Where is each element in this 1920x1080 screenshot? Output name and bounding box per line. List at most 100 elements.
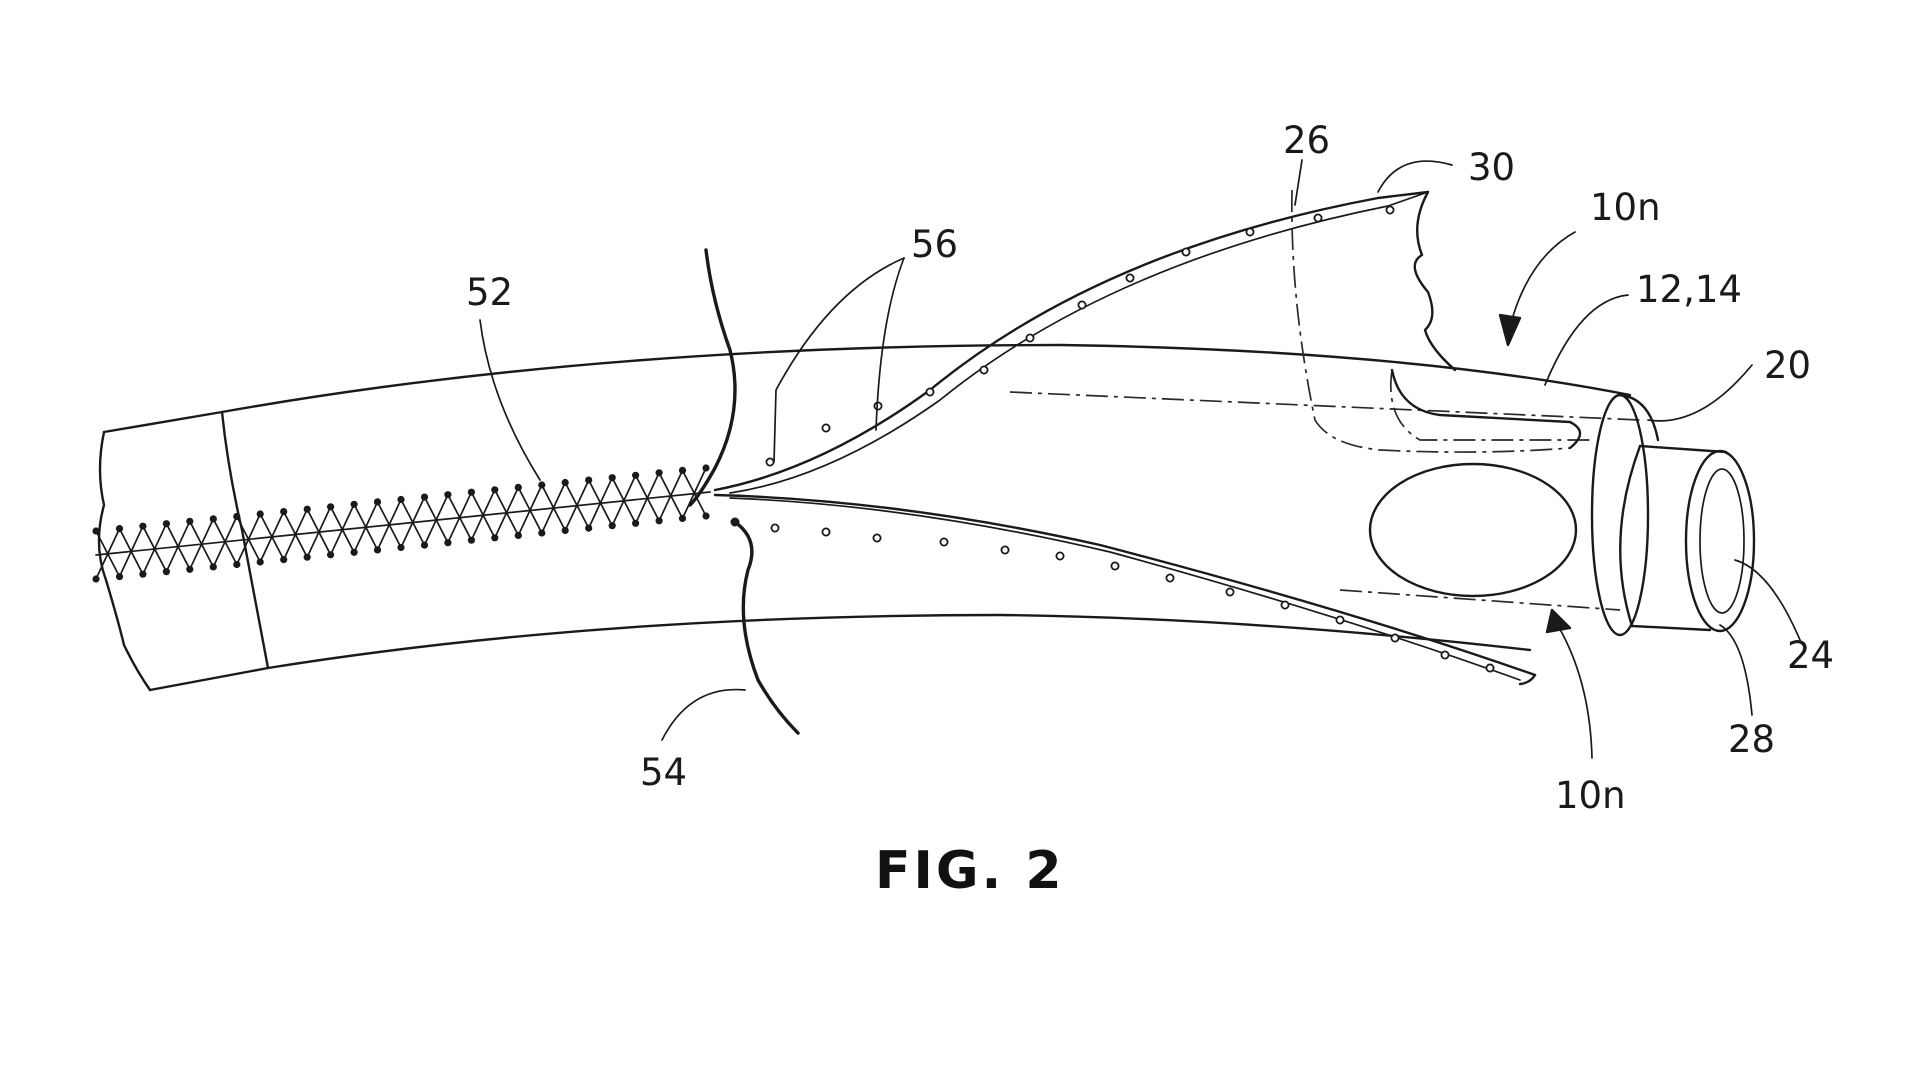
suture-knot xyxy=(162,568,170,576)
suture-knot xyxy=(256,558,264,566)
leader-lines xyxy=(479,159,1801,759)
suture-hole xyxy=(821,527,831,537)
suture-knot xyxy=(92,575,100,583)
leaflet-flap-lower xyxy=(713,493,1537,686)
suture-thread-54 xyxy=(688,248,800,735)
suture-52 xyxy=(92,464,711,583)
suture-hole xyxy=(1313,213,1323,223)
suture-knot xyxy=(186,565,194,573)
suture-hole xyxy=(872,533,882,543)
label-12-14: 12,14 xyxy=(1636,268,1742,311)
suture-knot xyxy=(585,476,593,484)
suture-knot xyxy=(444,539,452,547)
suture-hole xyxy=(1485,663,1495,673)
suture-knot xyxy=(209,563,217,571)
suture-knot xyxy=(92,527,100,535)
label-30: 30 xyxy=(1468,146,1515,189)
suture-hole xyxy=(925,387,935,397)
label-24: 24 xyxy=(1787,634,1834,677)
suture-knot xyxy=(514,531,522,540)
vessel-segment xyxy=(97,343,1632,692)
label-20: 20 xyxy=(1764,344,1811,387)
suture-knot xyxy=(491,534,499,542)
suture-hole xyxy=(765,457,775,467)
suture-knot xyxy=(397,543,405,552)
suture-knot xyxy=(655,517,663,525)
suture-knot xyxy=(702,512,710,520)
label-54: 54 xyxy=(640,751,687,794)
figure-caption: FIG. 2 xyxy=(875,841,1065,901)
suture-hole xyxy=(1440,650,1450,660)
suture-hole xyxy=(1110,561,1120,571)
label-28: 28 xyxy=(1728,718,1775,761)
connector-body xyxy=(1009,189,1756,637)
suture-knot xyxy=(702,464,710,472)
label-56: 56 xyxy=(911,223,958,266)
suture-knot xyxy=(327,551,335,559)
suture-hole xyxy=(1165,573,1175,583)
suture-knot xyxy=(655,469,663,477)
suture-knot xyxy=(233,512,241,521)
suture-knot xyxy=(514,483,522,491)
suture-knot xyxy=(350,548,358,556)
suture-hole xyxy=(1077,300,1087,310)
suture-hole xyxy=(1225,587,1235,597)
suture-knot xyxy=(373,546,382,554)
label-10n-top: 10n xyxy=(1590,186,1661,229)
suture-knot xyxy=(139,522,147,530)
suture-hole xyxy=(1245,227,1255,237)
suture-knot xyxy=(256,510,264,518)
suture-knot xyxy=(444,491,452,499)
suture-knot xyxy=(467,536,475,544)
suture-knot xyxy=(538,481,546,489)
suture-knot xyxy=(186,517,194,525)
suture-knot xyxy=(561,478,569,487)
suture-knot xyxy=(608,522,616,530)
suture-hole xyxy=(1390,633,1400,643)
suture-knot xyxy=(678,514,687,523)
suture-hole xyxy=(1385,205,1395,215)
reference-labels: 26 30 10n 12,14 20 56 52 24 28 54 10n xyxy=(466,119,1834,817)
suture-hole xyxy=(1280,600,1290,610)
suture-hole xyxy=(1181,247,1191,257)
suture-knot xyxy=(303,505,311,513)
suture-knot xyxy=(585,524,593,532)
suture-knot xyxy=(303,553,311,561)
suture-knot xyxy=(491,486,499,494)
suture-knot xyxy=(420,541,429,549)
suture-hole xyxy=(1335,615,1345,625)
suture-knot xyxy=(561,526,569,535)
label-26: 26 xyxy=(1283,119,1330,162)
suture-knot xyxy=(608,474,616,482)
suture-knot xyxy=(538,529,546,537)
suture-knot xyxy=(373,498,382,506)
suture-knot xyxy=(233,560,241,569)
suture-knot xyxy=(350,500,358,508)
suture-hole xyxy=(1125,273,1135,283)
label-52: 52 xyxy=(466,271,513,314)
suture-hole xyxy=(939,537,949,547)
suture-hole xyxy=(1025,333,1035,343)
suture-knot xyxy=(280,556,288,564)
suture-knot xyxy=(632,471,640,479)
suture-knot xyxy=(139,570,147,578)
suture-knot xyxy=(115,573,124,581)
suture-hole xyxy=(821,423,831,433)
suture-hole xyxy=(979,365,989,375)
leaflet-flap-upper xyxy=(713,190,1457,494)
suture-knot xyxy=(115,525,124,533)
suture-hole xyxy=(1000,545,1010,555)
suture-knot xyxy=(162,520,170,528)
suture-hole xyxy=(1055,551,1065,561)
suture-knot xyxy=(327,503,335,511)
suture-knot xyxy=(632,519,640,527)
suture-knot xyxy=(209,515,217,523)
suture-hole xyxy=(770,523,780,533)
suture-knot xyxy=(678,466,687,474)
suture-knot xyxy=(467,488,475,496)
suture-knot xyxy=(420,493,429,501)
label-10n-bottom: 10n xyxy=(1555,774,1626,817)
suture-knot xyxy=(280,508,288,516)
suture-knot xyxy=(397,495,405,504)
